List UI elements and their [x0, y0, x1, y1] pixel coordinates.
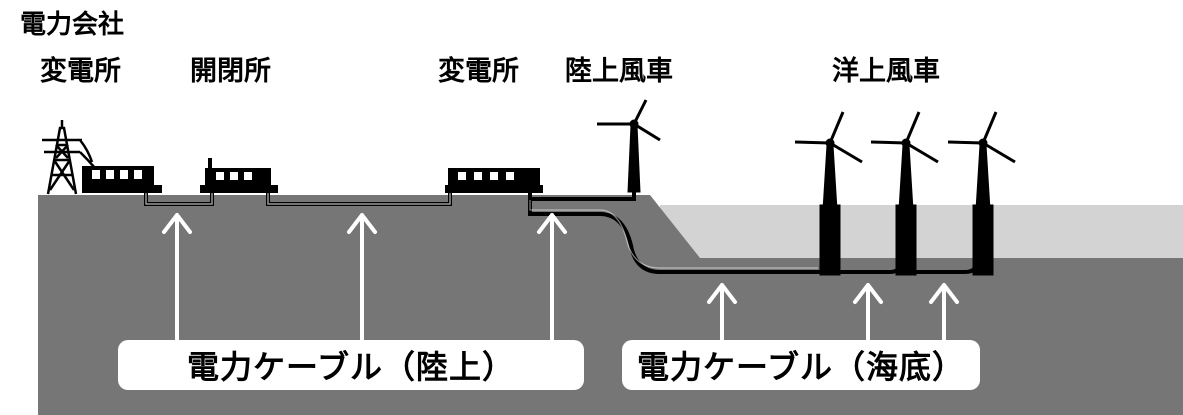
- arrow-2: [347, 213, 377, 342]
- offshore-wind-label: 洋上風車: [832, 56, 940, 87]
- arrow-6: [929, 283, 959, 342]
- arrow-1: [162, 213, 192, 342]
- substation-left-icon: [82, 166, 162, 193]
- substation-left-label: 変電所: [40, 56, 121, 87]
- land-cable-white: [145, 190, 451, 205]
- sea-cable-label-box: 電力ケーブル（海底）: [622, 340, 980, 390]
- arrow-5: [853, 283, 883, 342]
- onshore-link-cable: [528, 190, 636, 201]
- substation-mid-icon: [445, 168, 543, 193]
- arrow-4: [707, 283, 737, 342]
- transmission-tower-icon: [42, 120, 96, 195]
- land-cable-label-box: 電力ケーブル（陸上）: [118, 340, 584, 390]
- sea-cable-arrows: [707, 283, 959, 342]
- land-cable-label: 電力ケーブル（陸上）: [186, 348, 516, 386]
- switching-station-icon: [200, 158, 278, 193]
- substation-mid-label: 変電所: [438, 56, 519, 87]
- submarine-cable-inner: [529, 200, 818, 269]
- arrow-3: [537, 213, 567, 342]
- offshore-wind-turbine-2-icon: [870, 111, 939, 276]
- offshore-wind-turbine-1-icon: [794, 111, 863, 276]
- land-cable-arrows: [162, 213, 567, 342]
- sea-area: [660, 205, 1183, 260]
- onshore-wind-label: 陸上風車: [565, 56, 673, 87]
- offshore-wind-turbine-3-icon: [947, 111, 1016, 276]
- onshore-wind-turbine-icon: [597, 99, 661, 193]
- sea-cable-label: 電力ケーブル（海底）: [636, 348, 966, 386]
- power-company-label: 電力会社: [20, 10, 125, 40]
- switching-station-label: 開閉所: [190, 56, 271, 87]
